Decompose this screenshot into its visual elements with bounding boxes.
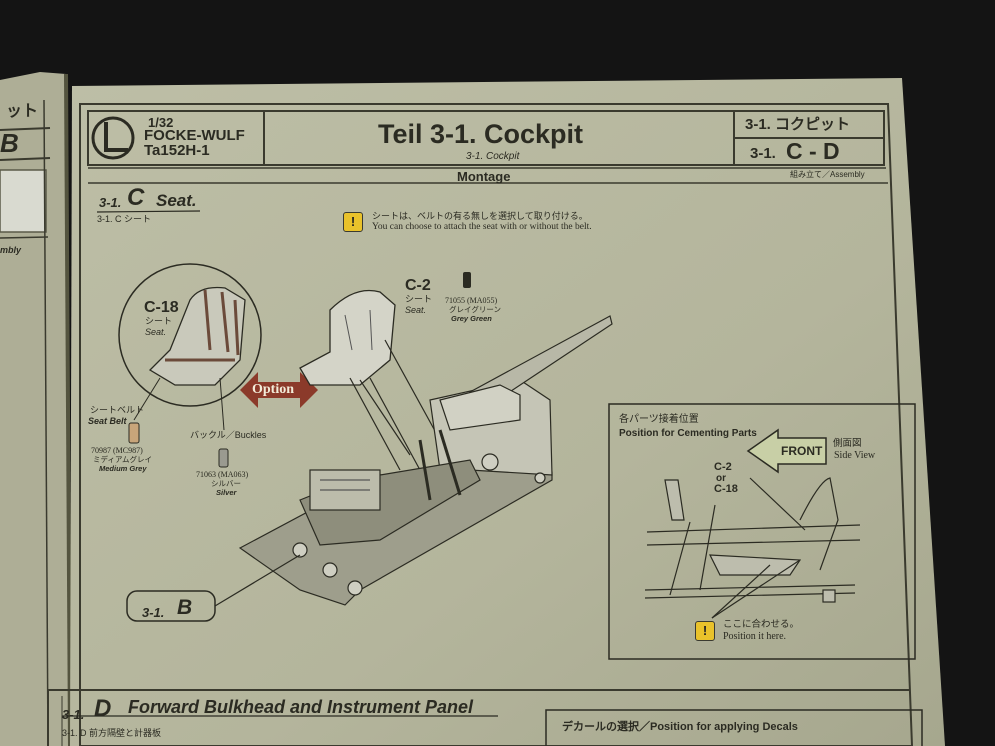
part-c18-jp: シート xyxy=(145,316,173,326)
scale-label: 1/32 xyxy=(148,115,174,130)
front-arrow xyxy=(746,428,827,474)
inset-title-en: Position for Cementing Parts xyxy=(619,428,757,439)
step-prefix: 3-1. xyxy=(750,145,776,162)
maker-label: FOCKE-WULF xyxy=(144,127,245,144)
paint-silver-jp: シルバー xyxy=(211,479,241,488)
inset-box xyxy=(608,403,916,660)
warning-icon: ! xyxy=(343,212,363,232)
seat-belt-en: Seat Belt xyxy=(88,416,127,426)
section-c-japanese: 3-1. C シート xyxy=(97,214,152,224)
part-c2-en: Seat. xyxy=(405,305,427,315)
paint-bottle-grey-green xyxy=(463,272,471,288)
part-c18-code: C-18 xyxy=(144,299,179,316)
part-c2-code: C-2 xyxy=(405,277,431,294)
part-c2-jp: シート xyxy=(405,294,433,304)
position-en: Position it here. xyxy=(723,631,787,642)
note-jp: シートは、ベルトの有る無しを選択して取り付ける。 xyxy=(372,211,588,221)
paint-medium-grey-jp: ミディアムグレイ xyxy=(93,455,152,464)
inset-part-c18: C-18 xyxy=(714,483,738,495)
section-d-letter: D xyxy=(94,695,112,722)
left-page xyxy=(0,72,70,746)
seat-belt-jp: シートベルト xyxy=(90,405,145,415)
seat-c18-drawing xyxy=(148,286,246,386)
decals-label: デカールの選択／Position for applying Decals xyxy=(562,721,798,733)
section-c-prefix: 3-1. xyxy=(99,195,122,210)
side-view-drawing xyxy=(644,477,861,619)
seat-c2-drawing xyxy=(299,289,396,386)
model-label: Ta152H-1 xyxy=(144,142,210,159)
paint-bottle-medium-grey xyxy=(128,422,140,444)
paint-silver-code: 71063 (MA063) xyxy=(196,470,249,479)
option-arrow xyxy=(240,372,318,408)
paint-grey-green-jp: グレイグリーン xyxy=(449,305,501,314)
left-page-fragment-letter: B xyxy=(0,128,19,158)
page-subtitle: 3-1. Cockpit xyxy=(466,151,520,162)
paint-bottle-silver xyxy=(218,448,229,468)
inset-part-or: or xyxy=(716,473,726,484)
section-d-prefix: 3-1. xyxy=(62,707,85,722)
side-view-en: Side View xyxy=(834,450,876,461)
paint-silver-en: Silver xyxy=(216,488,237,497)
cockpit-assembly-drawing xyxy=(238,315,613,606)
paint-grey-green-en: Grey Green xyxy=(451,314,492,323)
ref-b-letter: B xyxy=(177,596,193,619)
inset-title-jp: 各パーツ接着位置 xyxy=(619,414,699,425)
section-c-title: Seat. xyxy=(156,191,197,210)
option-label: Option xyxy=(252,382,295,397)
paint-medium-grey-code: 70987 (MC987) xyxy=(91,446,143,455)
paint-grey-green-code: 71055 (MA055) xyxy=(445,296,498,305)
ref-b-prefix: 3-1. xyxy=(142,605,165,620)
inset-part-c2: C-2 xyxy=(714,461,732,473)
part-c18-en: Seat. xyxy=(145,327,167,337)
side-view-jp: 側面図 xyxy=(833,438,862,449)
page-title: Teil 3-1. Cockpit xyxy=(378,119,584,149)
montage-label: Montage xyxy=(457,169,511,184)
inset-warning-icon: ! xyxy=(695,621,715,641)
note-en: You can choose to attach the seat with o… xyxy=(372,222,592,232)
left-page-fragment-top: ット xyxy=(6,103,39,120)
assembly-label: 組み立て／Assembly xyxy=(790,170,865,179)
section-d-japanese: 3-1. D 前方隔壁と計器板 xyxy=(62,728,162,738)
buckles-label: バックル／Buckles xyxy=(190,430,267,440)
step-letters: C - D xyxy=(786,138,840,164)
left-page-fragment-small: mbly xyxy=(0,245,22,255)
step-label-jp: 3-1. コクピット xyxy=(745,116,851,133)
front-label: FRONT xyxy=(781,444,823,458)
section-d-title: Forward Bulkhead and Instrument Panel xyxy=(128,697,474,717)
paint-medium-grey-en: Medium Grey xyxy=(99,464,147,473)
section-c-letter: C xyxy=(127,184,145,211)
position-jp: ここに合わせる。 xyxy=(723,619,800,630)
